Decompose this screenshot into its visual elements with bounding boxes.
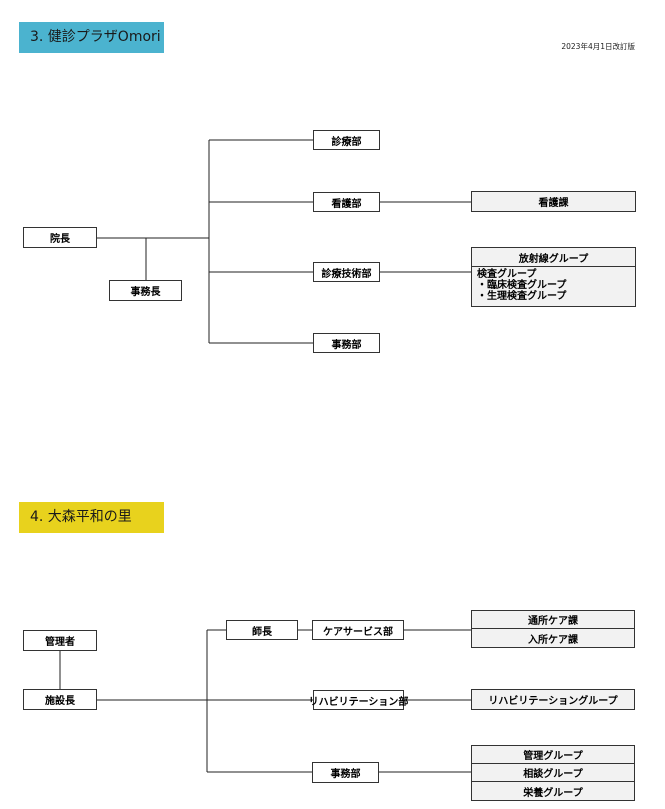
node-mgmt-group: 管理グループ bbox=[472, 746, 634, 764]
node-nutrition-group: 栄養グループ bbox=[523, 787, 583, 799]
node-lab-group: 検査グループ ・臨床検査グループ ・生理検査グループ bbox=[472, 267, 635, 302]
node-residential-care: 入所ケア課 bbox=[528, 634, 578, 646]
section-title-omori-heiwa: 4. 大森平和の里 bbox=[19, 502, 164, 533]
lab-physio-label: ・生理検査グループ bbox=[477, 291, 567, 302]
node-office-groups: 管理グループ 相談グループ 栄養グループ bbox=[471, 745, 635, 801]
node-office-dept: 事務部 bbox=[313, 333, 380, 353]
node-day-care: 通所ケア課 bbox=[472, 611, 634, 629]
node-rehab-group: リハビリテーショングループ bbox=[471, 689, 635, 710]
node-admin-head: 事務長 bbox=[109, 280, 182, 301]
node-radiology-group: 放射線グループ bbox=[472, 248, 635, 267]
node-care-sections: 通所ケア課 入所ケア課 bbox=[471, 610, 635, 648]
node-medical-dept: 診療部 bbox=[313, 130, 380, 150]
lab-group-label: 検査グループ bbox=[477, 269, 537, 280]
node-facility-head: 施設長 bbox=[23, 689, 97, 710]
node-technical-dept: 診療技術部 bbox=[313, 262, 380, 282]
node-manager: 管理者 bbox=[23, 630, 97, 651]
revision-date: 2023年4月1日改訂版 bbox=[561, 42, 635, 51]
section-title-plaza-omori: 3. 健診プラザOmori bbox=[19, 22, 164, 53]
node-nursing-dept: 看護部 bbox=[313, 192, 380, 212]
node-nursing-section: 看護課 bbox=[471, 191, 636, 212]
node-director: 院長 bbox=[23, 227, 97, 248]
lab-clinical-label: ・臨床検査グループ bbox=[477, 280, 567, 291]
node-head-nurse: 師長 bbox=[226, 620, 298, 640]
node-heiwa-office: 事務部 bbox=[312, 762, 379, 783]
node-technical-groups: 放射線グループ 検査グループ ・臨床検査グループ ・生理検査グループ bbox=[471, 247, 636, 307]
node-rehab-dept: リハビリテーション部 bbox=[309, 690, 408, 710]
node-consult-group: 相談グループ bbox=[472, 764, 634, 782]
node-care-service-dept: ケアサービス部 bbox=[312, 620, 404, 640]
